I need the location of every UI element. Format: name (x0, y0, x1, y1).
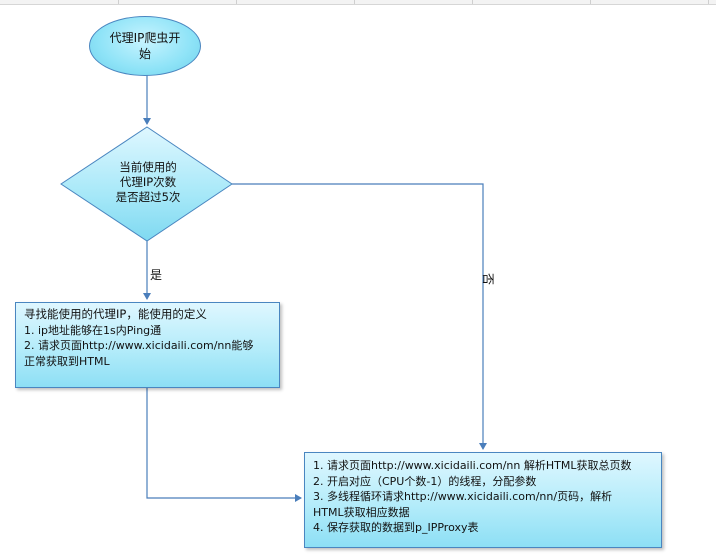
start-node-label: 代理IP爬虫开始 (109, 31, 181, 61)
decision-line: 是否超过5次 (115, 190, 181, 204)
decision-line: 当前使用的 (119, 160, 177, 174)
process-crawl-box: 1. 请求页面http://www.xicidaili.com/nn 解析HTM… (304, 452, 662, 548)
connector-decision-no (232, 183, 487, 450)
process-find-line: 正常获取到HTML (24, 354, 110, 368)
process-find-title: 寻找能使用的代理IP，能使用的定义 (24, 307, 207, 321)
start-node: 代理IP爬虫开始 (89, 16, 201, 76)
spreadsheet-header-strip (0, 0, 716, 5)
connector-find-to-crawl (146, 388, 302, 502)
process-find-line: 2. 请求页面http://www.xicidaili.com/nn能够 (24, 339, 254, 352)
decision-line: 代理IP次数 (119, 175, 177, 189)
process-crawl-line: 4. 保存获取的数据到p_IPProxy表 (313, 521, 479, 534)
yes-label: 是 (150, 268, 163, 282)
process-crawl-line: 1. 请求页面http://www.xicidaili.com/nn 解析HTM… (313, 459, 632, 472)
process-crawl-line: HTML获取相应数据 (313, 505, 410, 519)
no-label: 否 (481, 272, 496, 286)
process-find-proxy-box: 寻找能使用的代理IP，能使用的定义 1. ip地址能够在1s内Ping通 2. … (15, 302, 280, 388)
process-crawl-line: 3. 多线程循环请求http://www.xicidaili.com/nn/页码… (313, 490, 613, 503)
decision-label: 当前使用的 代理IP次数 是否超过5次 (100, 160, 196, 205)
process-find-line: 1. ip地址能够在1s内Ping通 (24, 323, 162, 337)
process-crawl-line: 2. 开启对应（CPU个数-1）的线程，分配参数 (313, 474, 537, 488)
